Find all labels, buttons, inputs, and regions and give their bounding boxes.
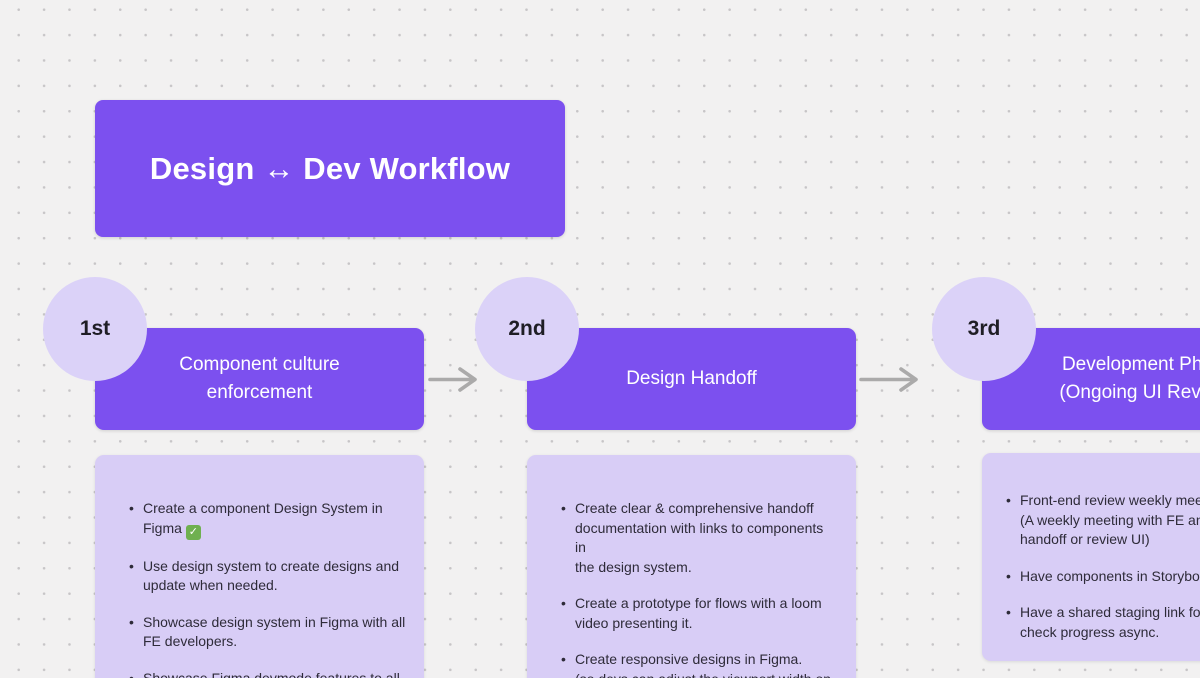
check-emoji-icon: ✓ [185, 524, 201, 540]
board-title: Design ↔ Dev Workflow [149, 150, 511, 186]
step-2-header-card[interactable]: Design Handoff [527, 328, 856, 430]
flow-arrow-icon[interactable] [427, 365, 483, 395]
step-1-header-label: Component culture enforcement [179, 354, 340, 403]
note-item: Showcase design system in Figma with all… [129, 613, 406, 652]
title-card[interactable]: Design ↔ Dev Workflow [95, 100, 565, 237]
step-3-badge[interactable]: 3rd [932, 277, 1036, 381]
step-3-badge-label: 3rd [967, 317, 1001, 340]
step-1-notes-card[interactable]: Create a component Design System in Figm… [95, 455, 424, 678]
note-item: Create clear & comprehensive handoff doc… [561, 499, 838, 577]
note-item: Create responsive designs in Figma. (so … [561, 650, 838, 678]
step-3-header-label: Development Phase (Ongoing UI Review) [1059, 354, 1200, 403]
note-item: Showcase Figma devmode features to all [129, 669, 406, 678]
step-3-notes-card[interactable]: Front-end review weekly meeting (A weekl… [982, 453, 1200, 661]
step-3-header-card[interactable]: Development Phase (Ongoing UI Review) [982, 328, 1200, 430]
note-item: Front-end review weekly meeting (A weekl… [1006, 491, 1200, 550]
step-2-header-label: Design Handoff [626, 368, 757, 389]
step-2-badge[interactable]: 2nd [475, 277, 579, 381]
step-1-badge-label: 1st [79, 317, 111, 340]
step-2-badge-label: 2nd [508, 317, 546, 340]
note-item: Create a component Design System in Figm… [129, 499, 406, 540]
step-1-badge[interactable]: 1st [43, 277, 147, 381]
step-3-notes-list: Front-end review weekly meeting (A weekl… [982, 453, 1200, 642]
note-text: Create a component Design System in Figm… [143, 500, 383, 536]
note-item: Create a prototype for flows with a loom… [561, 594, 838, 633]
step-1-notes-list: Create a component Design System in Figm… [95, 455, 424, 678]
note-item: Have components in Storybook. [1006, 567, 1200, 587]
step-2-notes-card[interactable]: Create clear & comprehensive handoff doc… [527, 455, 856, 678]
flow-arrow-icon[interactable] [858, 365, 924, 395]
step-2-notes-list: Create clear & comprehensive handoff doc… [527, 455, 856, 678]
note-item: Use design system to create designs and … [129, 557, 406, 596]
step-1-header-card[interactable]: Component culture enforcement [95, 328, 424, 430]
note-item: Have a shared staging link for devs to c… [1006, 603, 1200, 642]
